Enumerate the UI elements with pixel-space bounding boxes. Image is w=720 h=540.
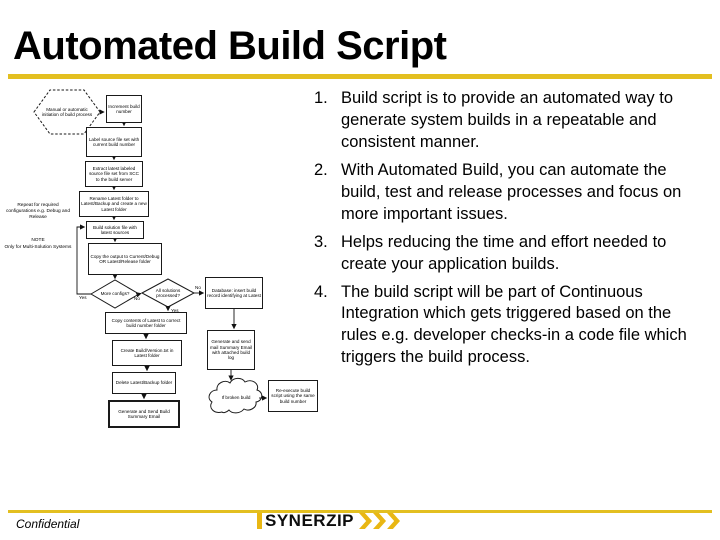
list-item-number: 2. xyxy=(314,160,328,179)
list-item-4: 4. The build script will be part of Cont… xyxy=(314,282,690,370)
flowchart-node-label-sources: Label source file set with current build… xyxy=(86,127,142,157)
flowchart-node-create-version-file: Create Build/Version.txt in Latest folde… xyxy=(112,340,182,366)
note-repeat-configurations: Repeat for required configurations e.g. … xyxy=(5,203,70,220)
flowchart-node-copy-contents: Copy contents of Latest to correct build… xyxy=(105,312,187,334)
list-item-text: With Automated Build, you can automate t… xyxy=(341,160,682,223)
logo-chevrons-icon xyxy=(359,513,401,529)
list-item-text: Build script is to provide an automated … xyxy=(341,89,674,151)
footer-divider xyxy=(8,510,712,513)
branch-label-no-1: No xyxy=(134,296,140,301)
broken-build-cloud xyxy=(208,377,263,414)
list-item-text: The build script will be part of Continu… xyxy=(341,282,687,367)
list-item-number: 1. xyxy=(314,89,328,107)
note-title: NOTE xyxy=(31,238,45,243)
page-title: Automated Build Script xyxy=(13,24,447,68)
bullet-list: 1. Build script is to provide an automat… xyxy=(314,88,690,375)
flowchart-node-reexecute: Re-execute build script using the same b… xyxy=(268,380,318,412)
list-item-1: 1. Build script is to provide an automat… xyxy=(314,88,690,154)
flowchart-node-extract-sources: Extract latest labeled source file set f… xyxy=(85,161,143,187)
list-item-3: 3. Helps reducing the time and effort ne… xyxy=(314,232,690,276)
flowchart-node-database-insert: Database: insert build record identifyin… xyxy=(205,277,263,309)
flowchart-cloud-label: If broken build xyxy=(221,395,251,401)
note-body: Only for Multi-Solution Systems xyxy=(4,245,72,250)
synerzip-logo: SYNERZIP xyxy=(257,511,401,531)
flowchart-node-summary-mail: Generate and Send Build Summary Email xyxy=(108,400,180,428)
list-item-2: 2. With Automated Build, you can automat… xyxy=(314,160,690,226)
title-underline xyxy=(8,74,712,79)
branch-label-yes-1: Yes xyxy=(79,295,87,300)
flowchart-node-start: Manual or automatic initiation of build … xyxy=(41,106,93,117)
flowchart-node-copy-output: Copy the output to Current/Debug OR Late… xyxy=(88,243,162,275)
confidential-label: Confidential xyxy=(16,517,80,531)
list-item-number: 4. xyxy=(314,282,328,301)
flowchart-decision-more-configs-label: More configs? xyxy=(100,291,130,297)
branch-label-no-2: No xyxy=(195,285,201,290)
flowchart-node-delete-backup: Delete Latest/Backup folder xyxy=(112,372,176,394)
flowchart-node-increment-build-number: Increment build number xyxy=(106,95,142,123)
list-item-text: Helps reducing the time and effort neede… xyxy=(341,232,667,273)
flowchart-node-failure-mail: Generate and send mail Summary Email wit… xyxy=(207,330,255,370)
list-item-number: 3. xyxy=(314,232,328,251)
branch-label-yes-2: Yes xyxy=(171,308,179,313)
logo-text: SYNERZIP xyxy=(265,511,355,530)
flowchart-decision-all-processed-label: All solutions processed? xyxy=(155,287,181,298)
flowchart-node-build-solution: Build solution file with latest sources xyxy=(86,221,144,239)
flowchart-connectors xyxy=(76,109,268,401)
flowchart-node-rename-latest: Rename Latest folder to Latest/Backup an… xyxy=(79,191,149,217)
logo-bar-icon xyxy=(257,513,262,529)
